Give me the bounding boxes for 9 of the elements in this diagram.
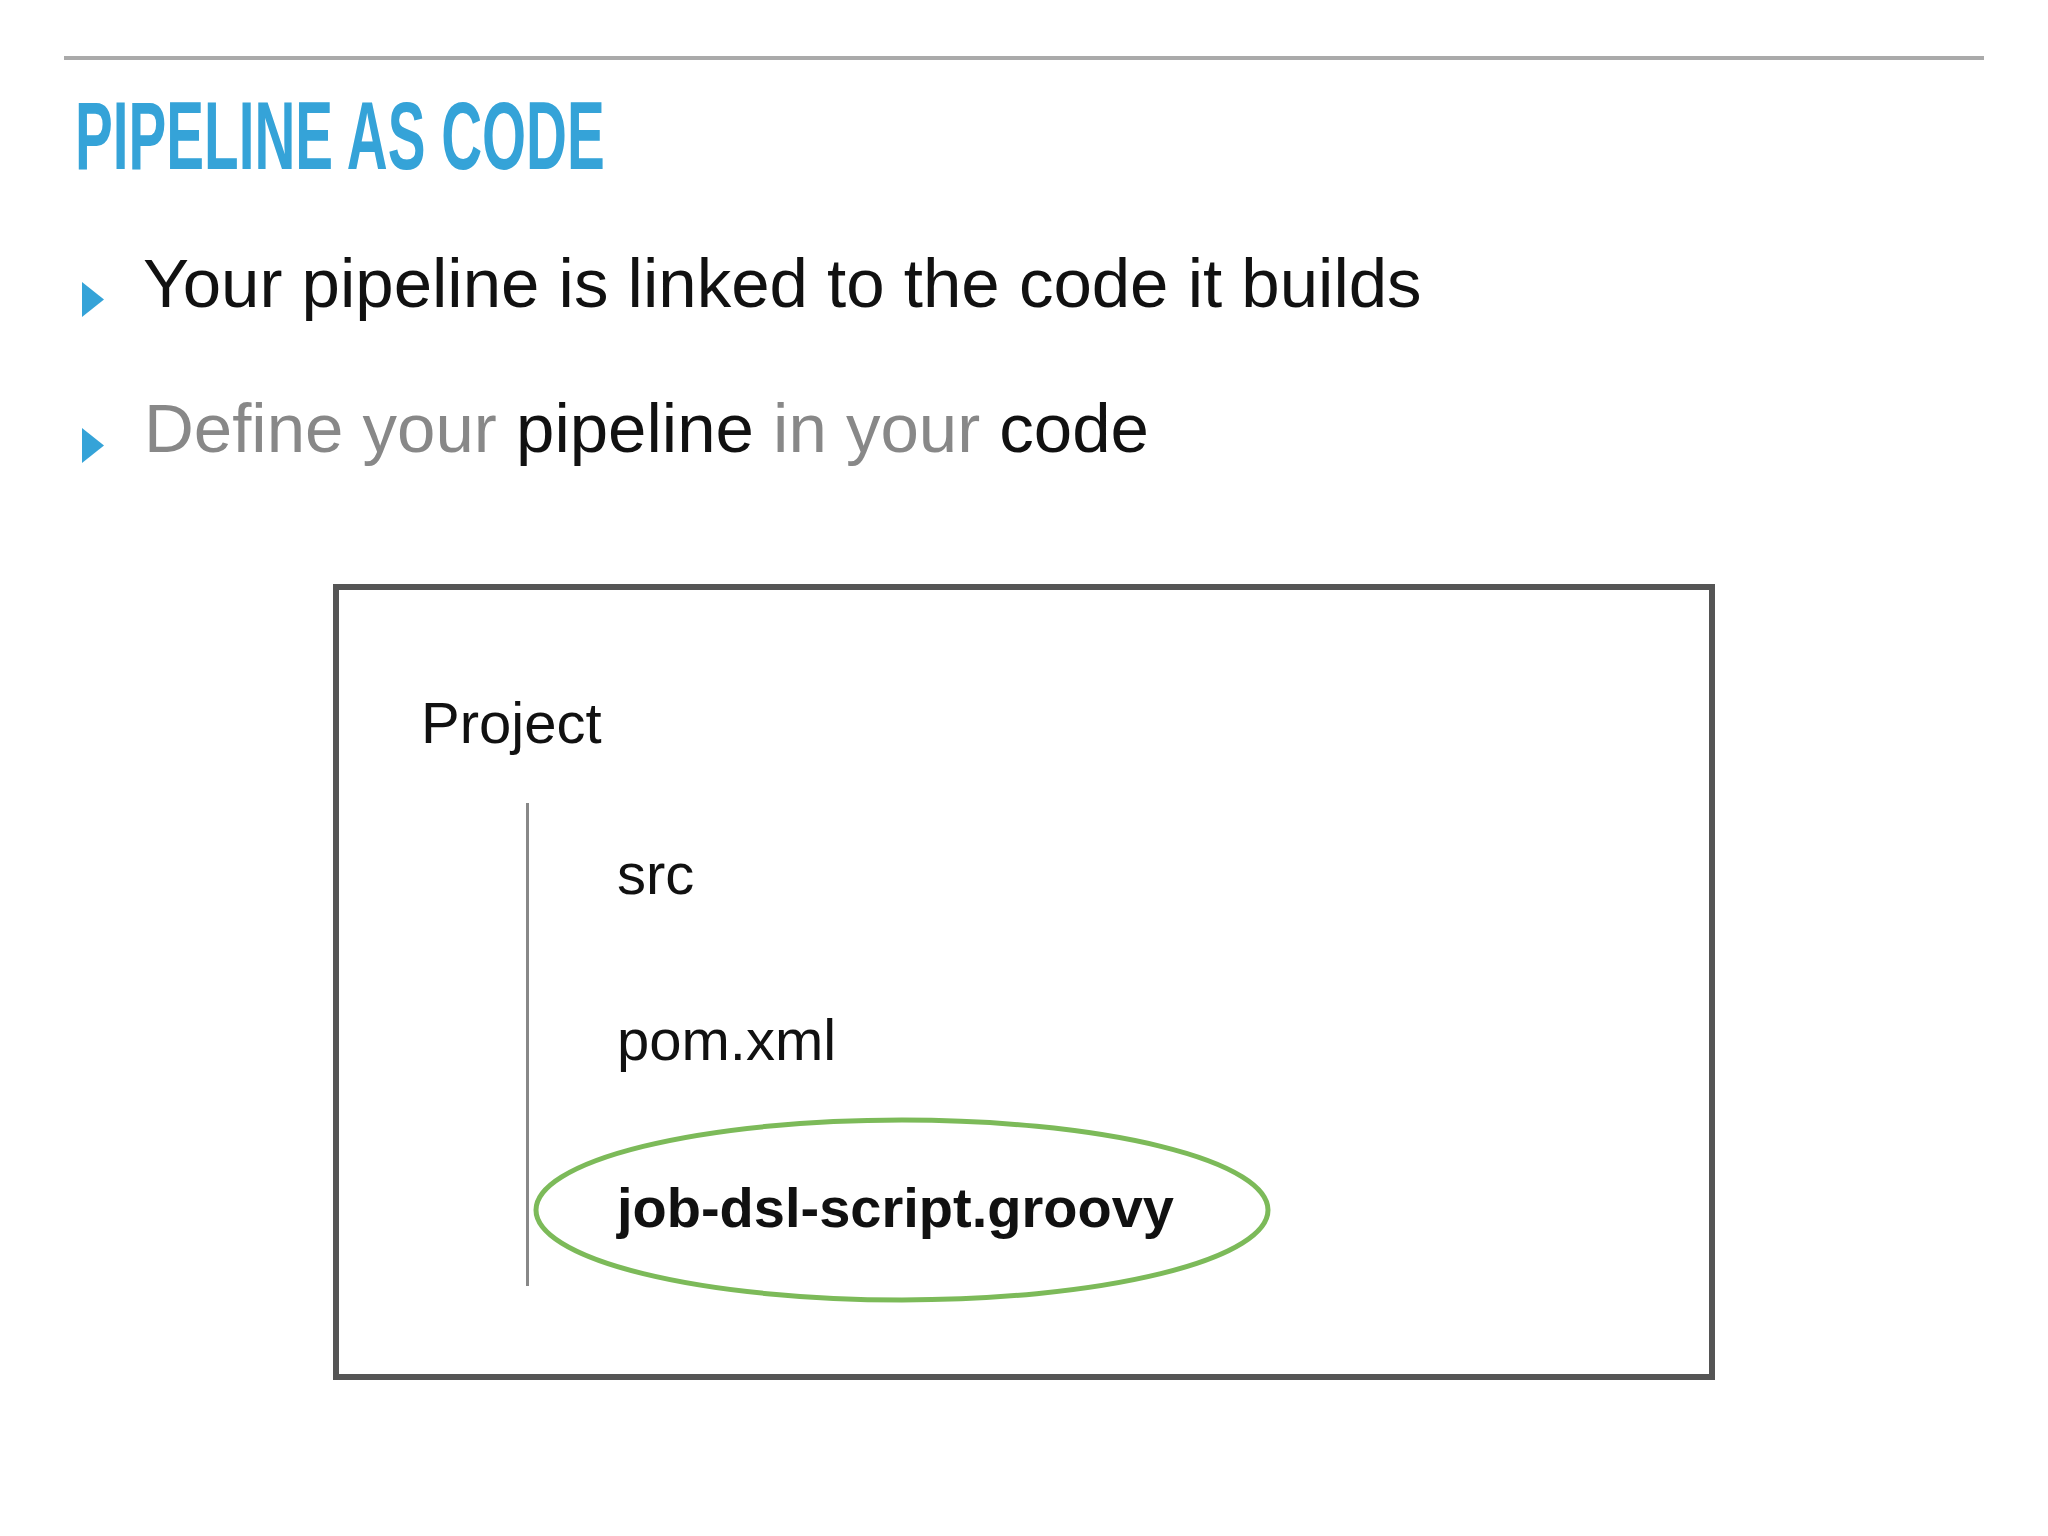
slide-title: PIPELINE AS CODE	[75, 81, 605, 191]
bullet-text: Define your pipeline in your code	[144, 389, 1149, 469]
folder-name: src	[617, 840, 695, 908]
file-name: job-dsl-script.groovy	[617, 1175, 1174, 1241]
highlight-ellipse	[533, 1117, 1271, 1303]
bullet-text: Your pipeline is linked to the code it builds	[143, 244, 1422, 324]
file-name: pom.xml	[617, 1006, 837, 1074]
folder-name: Project	[421, 689, 602, 757]
project-box	[333, 584, 1715, 1380]
